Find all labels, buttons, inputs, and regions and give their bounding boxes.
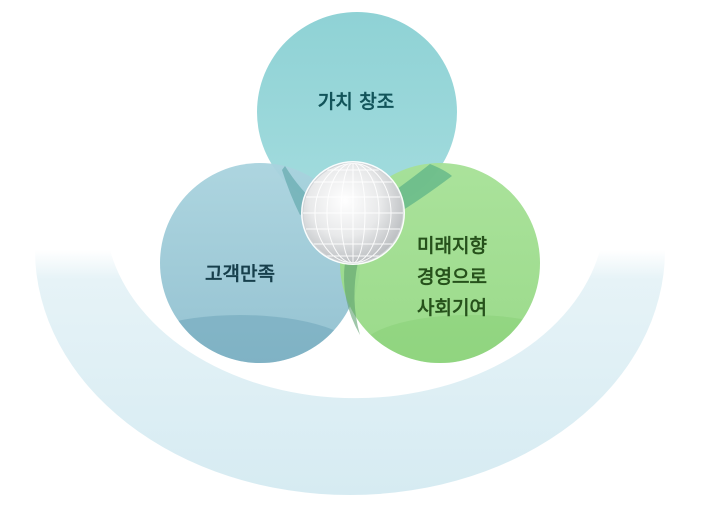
label-future-line3: 사회기여 [417, 297, 487, 319]
background-arc [35, 250, 665, 495]
overlap-left-right [344, 262, 360, 335]
label-future-line2: 경영으로 [417, 266, 487, 288]
circle-value-creation [257, 12, 457, 212]
globe-icon [301, 161, 405, 265]
label-future-line1: 미래지향 [417, 235, 487, 257]
label-customer-satisfaction: 고객만족 [205, 263, 275, 285]
label-value-creation: 가치 창조 [318, 91, 395, 113]
